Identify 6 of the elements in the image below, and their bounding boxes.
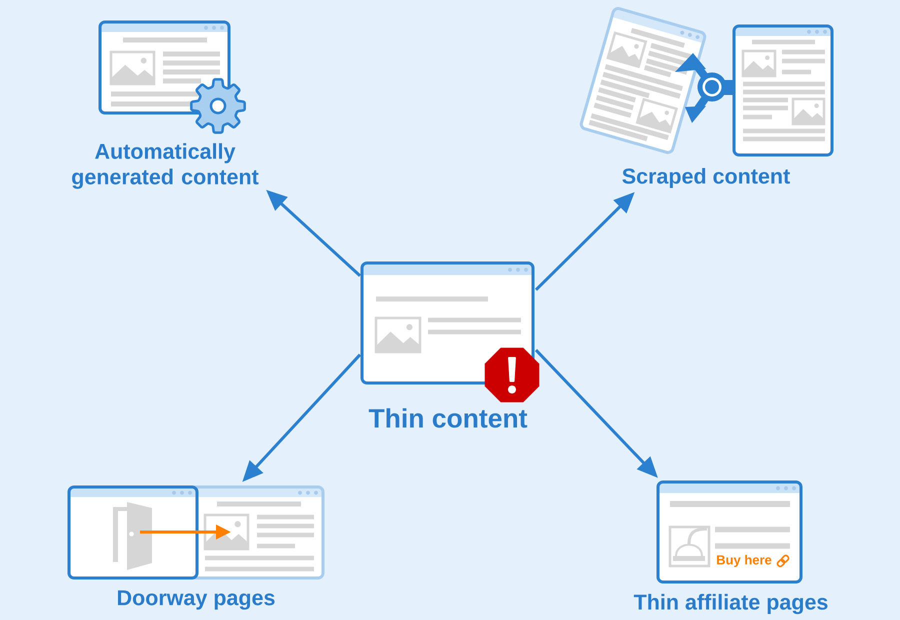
link-text: Buy here bbox=[717, 554, 772, 568]
node-label: Scraped content bbox=[622, 168, 790, 188]
node-label: Thin content bbox=[368, 408, 528, 428]
node-label: Doorway pages bbox=[118, 590, 275, 610]
node-label: Automatically generated content bbox=[72, 143, 259, 189]
node-label: Thin affiliate pages bbox=[634, 594, 828, 614]
